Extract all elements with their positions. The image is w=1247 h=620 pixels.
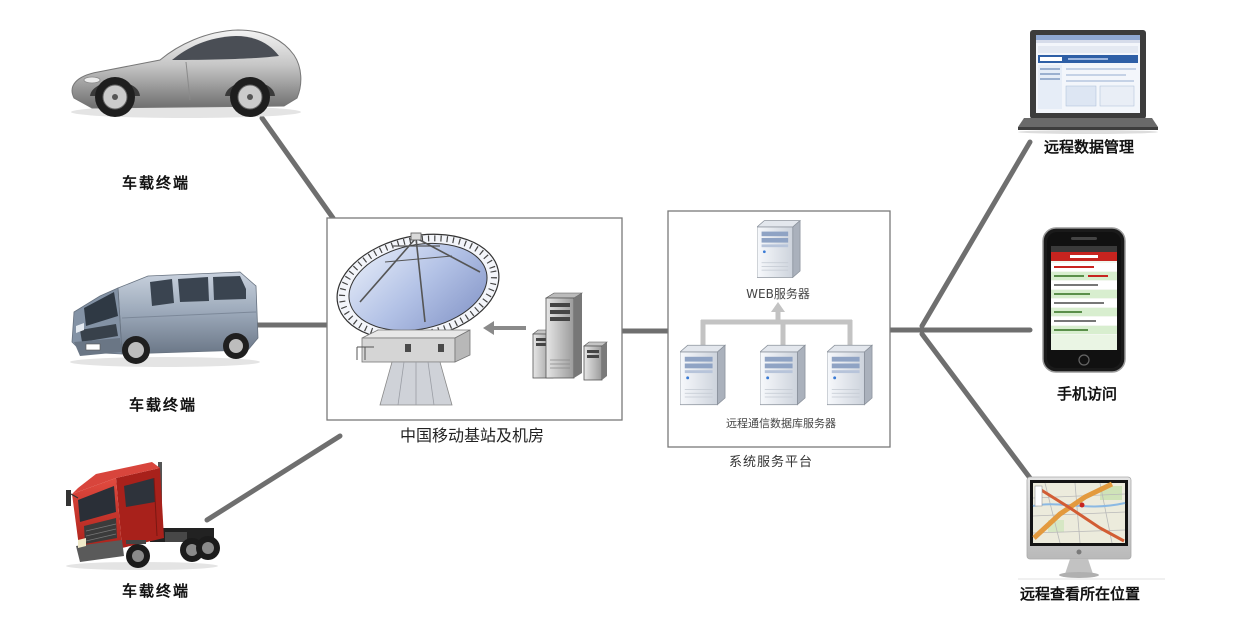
car-to-base-link bbox=[259, 115, 336, 221]
db-servers-label: 远程通信数据库服务器 bbox=[726, 416, 836, 430]
desktop-computer-icon bbox=[1018, 476, 1165, 580]
service-platform-label: 系统服务平台 bbox=[729, 454, 813, 470]
van-window bbox=[150, 279, 174, 306]
truck-bumper bbox=[76, 540, 124, 562]
client-label-phone: 手机访问 bbox=[1057, 385, 1117, 403]
van-front-wheel bbox=[122, 336, 150, 364]
van-rear-wheel bbox=[223, 333, 249, 359]
dish-feed-strut bbox=[359, 237, 417, 303]
van-windshield bbox=[84, 292, 118, 326]
truck-icon bbox=[66, 462, 220, 570]
laptop-base bbox=[1018, 127, 1158, 130]
car-headlight bbox=[83, 76, 101, 84]
web-server-icon bbox=[757, 220, 801, 278]
server-tower-small-right bbox=[583, 341, 608, 381]
map-view bbox=[1032, 481, 1126, 544]
dish-lattice bbox=[339, 235, 497, 339]
station-window bbox=[405, 344, 411, 352]
smartphone-icon bbox=[1042, 227, 1126, 373]
sports-car-icon bbox=[71, 29, 302, 118]
truck-grille bbox=[84, 518, 117, 544]
db-server-icon bbox=[827, 344, 873, 406]
web-sidebar bbox=[1038, 65, 1062, 109]
car-front-wheel bbox=[95, 77, 135, 117]
base-station-label: 中国移动基站及机房 bbox=[400, 426, 544, 445]
station-building-side bbox=[454, 329, 471, 363]
dish-feed-strut bbox=[415, 237, 481, 273]
car-door-line bbox=[185, 61, 191, 101]
truck-front-wheel bbox=[126, 544, 150, 568]
base-station-box bbox=[326, 217, 623, 421]
db-server-icon bbox=[680, 344, 726, 406]
web-server-label: WEB服务器 bbox=[746, 286, 810, 301]
van-license-plate bbox=[85, 343, 101, 351]
server-tower-tall bbox=[544, 292, 584, 379]
dish-feed-horn bbox=[410, 232, 422, 241]
satellite-dish-icon bbox=[336, 232, 500, 406]
map-zoom-control bbox=[1034, 485, 1043, 507]
van-window bbox=[178, 277, 209, 302]
truck-fuel-tank bbox=[165, 532, 187, 542]
car-window bbox=[172, 36, 279, 60]
hub-to-desktop-link bbox=[919, 331, 1033, 481]
truck-side-window bbox=[124, 478, 155, 507]
phone-status-bar bbox=[1051, 246, 1117, 252]
truck-door-line bbox=[153, 477, 158, 537]
map-main-road bbox=[1032, 481, 1114, 540]
truck-rear-wheel bbox=[196, 536, 220, 560]
vehicle-label-van: 车载终端 bbox=[129, 396, 197, 414]
vehicle-label-truck: 车载终端 bbox=[122, 582, 190, 600]
server-tower-icon bbox=[532, 292, 608, 381]
phone-home-button bbox=[1078, 354, 1090, 366]
van-belt-line bbox=[121, 311, 257, 319]
van-icon bbox=[70, 271, 260, 367]
connectors bbox=[204, 115, 1033, 523]
van-headlight bbox=[76, 323, 84, 333]
van-grille bbox=[80, 324, 118, 342]
phone-speaker bbox=[1071, 237, 1097, 240]
left-arrow-icon bbox=[483, 321, 526, 335]
van-window bbox=[213, 276, 246, 300]
server-tree-connector bbox=[700, 302, 853, 345]
desktop-stand bbox=[1065, 559, 1093, 574]
apple-logo-icon bbox=[1076, 549, 1082, 555]
car-rear-wheel bbox=[230, 77, 270, 117]
desktop-stand-base bbox=[1059, 572, 1099, 578]
laptop-icon bbox=[1018, 30, 1158, 134]
laptop-keyboard-deck bbox=[1018, 118, 1158, 127]
station-building-top bbox=[361, 329, 471, 339]
truck-step bbox=[126, 540, 146, 544]
vehicle-label-car: 车载终端 bbox=[122, 174, 190, 192]
client-label-desktop: 远程查看所在位置 bbox=[1020, 585, 1140, 603]
dish-feed-strut bbox=[415, 237, 426, 323]
truck-to-base-link bbox=[204, 433, 343, 523]
truck-headlight bbox=[78, 538, 86, 548]
truck-mirror bbox=[66, 490, 71, 506]
truck-windshield bbox=[78, 486, 116, 522]
map-road bbox=[1037, 486, 1125, 543]
client-label-laptop: 远程数据管理 bbox=[1044, 138, 1134, 156]
db-server-icon bbox=[760, 344, 806, 406]
station-window bbox=[438, 344, 444, 352]
service-platform-box: WEB服务器 远程通信数据库服务器 bbox=[667, 210, 891, 448]
van-shadow bbox=[70, 357, 260, 367]
map-location-marker bbox=[1079, 502, 1085, 508]
truck-roof-deflector bbox=[72, 462, 160, 494]
hub-to-laptop-link bbox=[919, 139, 1033, 329]
